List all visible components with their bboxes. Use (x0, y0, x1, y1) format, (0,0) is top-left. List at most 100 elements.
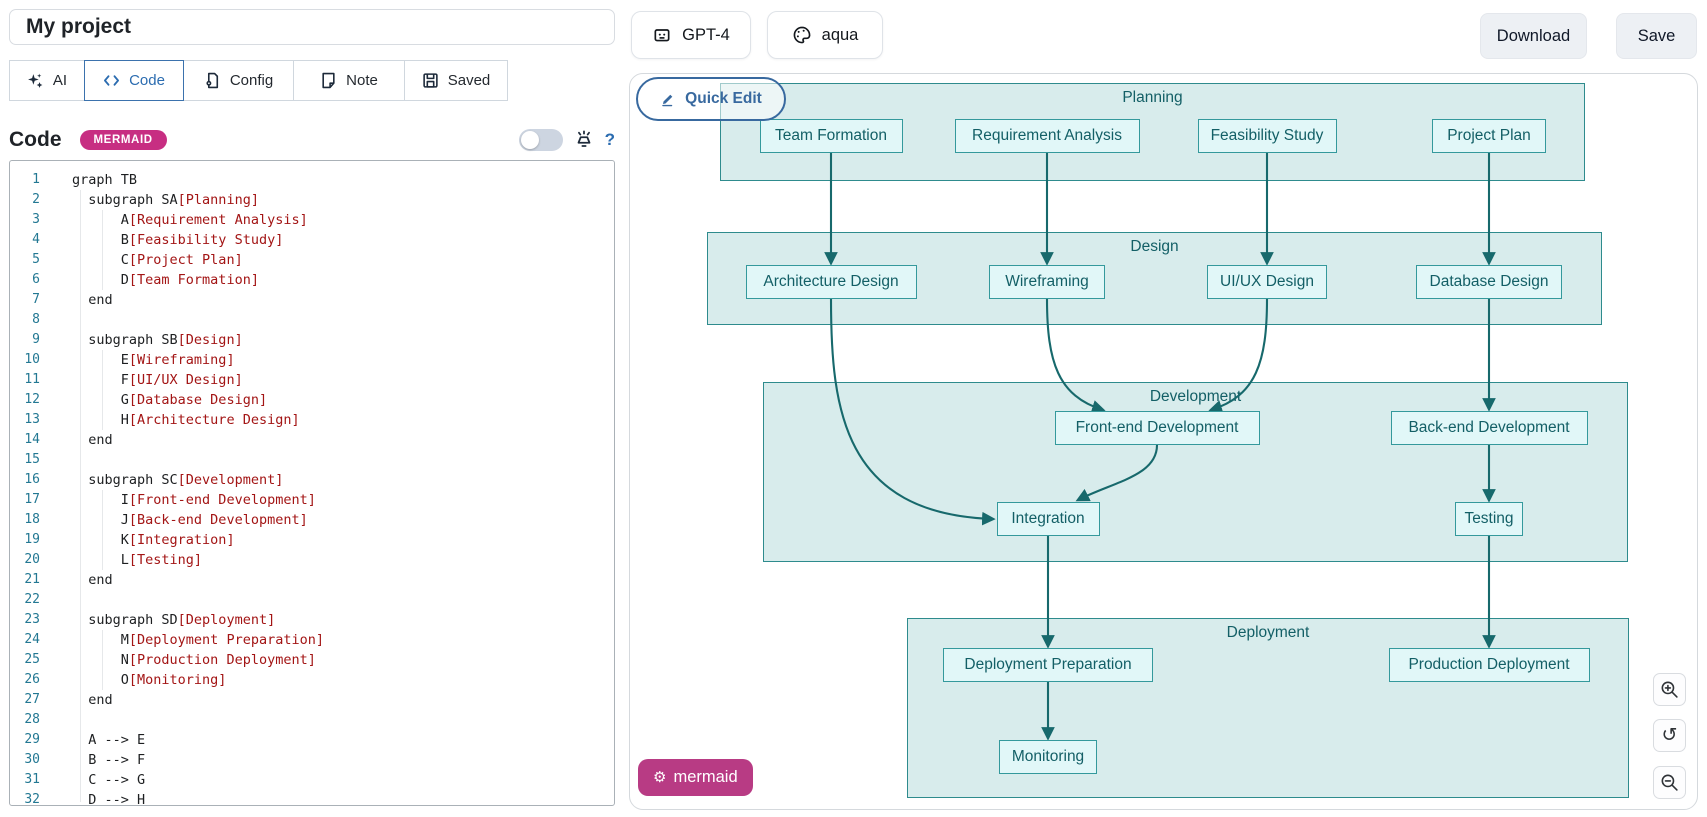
node-J[interactable]: Back-end Development (1390, 411, 1588, 445)
line-text (54, 310, 72, 330)
code-line[interactable]: 30 B --> F (10, 750, 614, 770)
line-text: end (72, 292, 113, 308)
code-line[interactable]: 32 D --> H (10, 790, 614, 806)
code-line[interactable]: 14 end (10, 430, 614, 450)
code-line[interactable]: 18 J[Back-end Development] (10, 510, 614, 530)
line-text: D[Team Formation] (72, 272, 259, 288)
node-G[interactable]: Database Design (1416, 265, 1562, 299)
code-line[interactable]: 31 C --> G (10, 770, 614, 790)
tab-config[interactable]: Config (183, 60, 294, 101)
mermaid-settings-badge[interactable]: ⚙ mermaid (638, 759, 753, 796)
line-number: 14 (24, 432, 40, 447)
line-text: subgraph SB[Design] (72, 332, 243, 348)
code-line[interactable]: 17 I[Front-end Development] (10, 490, 614, 510)
line-number: 25 (24, 652, 40, 667)
node-O[interactable]: Monitoring (999, 740, 1097, 774)
code-line[interactable]: 21 end (10, 570, 614, 590)
line-text: B[Feasibility Study] (72, 232, 284, 248)
quick-edit-label: Quick Edit (685, 90, 762, 107)
pencil-icon (662, 94, 673, 107)
line-text: E[Wireframing] (72, 352, 235, 368)
code-line[interactable]: 6 D[Team Formation] (10, 270, 614, 290)
tab-note[interactable]: Note (293, 60, 405, 101)
indent-guide (102, 490, 103, 570)
tab-saved[interactable]: Saved (404, 60, 508, 101)
theme-selector-button[interactable]: aqua (767, 11, 883, 59)
project-title-input[interactable] (9, 9, 615, 45)
code-line[interactable]: 20 L[Testing] (10, 550, 614, 570)
indent-guide (102, 350, 103, 430)
theme-label: aqua (821, 25, 859, 44)
code-line[interactable]: 22 (10, 590, 614, 610)
tab-label: Note (346, 72, 378, 89)
line-text: end (72, 692, 113, 708)
line-text: D --> H (72, 792, 146, 806)
code-line[interactable]: 19 K[Integration] (10, 530, 614, 550)
node-K[interactable]: Integration (996, 502, 1100, 536)
code-line[interactable]: 23 subgraph SD[Deployment] (10, 610, 614, 630)
help-link[interactable]: ? (604, 130, 615, 149)
line-text: F[UI/UX Design] (72, 372, 243, 388)
edge-I-K (1075, 444, 1159, 502)
download-button[interactable]: Download (1480, 13, 1587, 59)
code-line[interactable]: 27 end (10, 690, 614, 710)
hint-lamp-icon[interactable] (573, 129, 595, 151)
tab-ai[interactable]: AI (9, 60, 85, 101)
line-text: end (72, 572, 113, 588)
line-number: 32 (24, 792, 40, 806)
zoom-in-button[interactable] (1653, 673, 1686, 706)
line-number: 19 (24, 532, 40, 547)
line-text: I[Front-end Development] (72, 492, 316, 508)
code-panel-title: Code (9, 128, 62, 151)
auto-render-toggle[interactable] (518, 129, 563, 151)
code-line[interactable]: 3 A[Requirement Analysis] (10, 210, 614, 230)
reset-view-button[interactable]: ↺ (1653, 719, 1686, 752)
line-number: 7 (32, 292, 40, 307)
save-button[interactable]: Save (1616, 13, 1697, 59)
left-panel: AI Code Config Note (9, 9, 615, 809)
node-F[interactable]: UI/UX Design (1207, 265, 1327, 299)
code-line[interactable]: 5 C[Project Plan] (10, 250, 614, 270)
code-line[interactable]: 26 O[Monitoring] (10, 670, 614, 690)
node-L[interactable]: Testing (1455, 502, 1523, 536)
reset-view-icon: ↺ (1661, 724, 1678, 746)
mermaid-format-badge: MERMAID (79, 130, 167, 150)
node-D[interactable]: Team Formation (759, 119, 903, 153)
line-text: C[Project Plan] (72, 252, 243, 268)
tab-code[interactable]: Code (84, 60, 184, 101)
zoom-out-button[interactable] (1653, 766, 1686, 799)
code-line[interactable]: 28 (10, 710, 614, 730)
code-line[interactable]: 11 F[UI/UX Design] (10, 370, 614, 390)
model-selector-button[interactable]: GPT-4 (631, 11, 751, 59)
code-line[interactable]: 29 A --> E (10, 730, 614, 750)
line-text: graph TB (72, 172, 138, 188)
node-E[interactable]: Wireframing (989, 265, 1105, 299)
node-I[interactable]: Front-end Development (1054, 411, 1260, 445)
code-line[interactable]: 2 subgraph SA[Planning] (10, 190, 614, 210)
node-N[interactable]: Production Deployment (1388, 648, 1590, 682)
code-line[interactable]: 8 (10, 310, 614, 330)
code-line[interactable]: 12 G[Database Design] (10, 390, 614, 410)
line-number: 24 (24, 632, 40, 647)
code-line[interactable]: 25 N[Production Deployment] (10, 650, 614, 670)
node-M[interactable]: Deployment Preparation (943, 648, 1153, 682)
code-line[interactable]: 10 E[Wireframing] (10, 350, 614, 370)
code-line[interactable]: 13 H[Architecture Design] (10, 410, 614, 430)
code-line[interactable]: 24 M[Deployment Preparation] (10, 630, 614, 650)
line-number: 22 (24, 592, 40, 607)
code-line[interactable]: 9 subgraph SB[Design] (10, 330, 614, 350)
line-text: A[Requirement Analysis] (72, 212, 308, 228)
config-file-icon (206, 72, 218, 89)
code-line[interactable]: 16 subgraph SC[Development] (10, 470, 614, 490)
code-line[interactable]: 4 B[Feasibility Study] (10, 230, 614, 250)
code-line[interactable]: 7 end (10, 290, 614, 310)
node-H[interactable]: Architecture Design (745, 265, 917, 299)
node-C[interactable]: Project Plan (1432, 119, 1546, 153)
node-A[interactable]: Requirement Analysis (954, 119, 1140, 153)
code-line[interactable]: 15 (10, 450, 614, 470)
quick-edit-button[interactable]: Quick Edit (636, 77, 786, 121)
node-B[interactable]: Feasibility Study (1197, 119, 1337, 153)
